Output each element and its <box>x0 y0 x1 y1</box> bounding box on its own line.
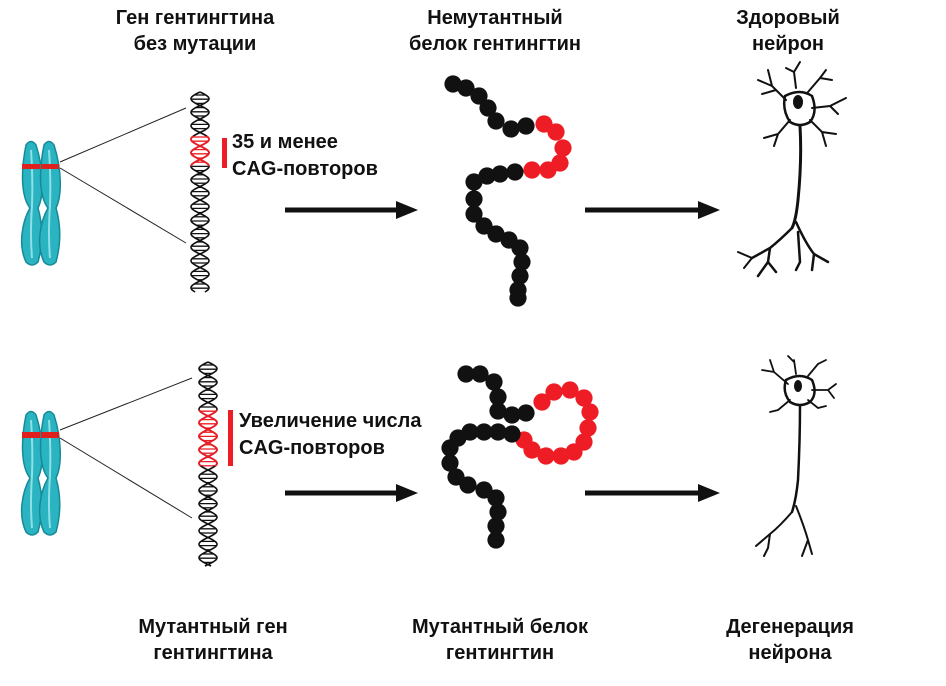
protein-bead <box>513 253 531 271</box>
protein-bead <box>489 503 507 521</box>
protein-bead-red <box>554 139 572 157</box>
label-line: CAG-повторов <box>239 437 385 459</box>
protein-bead <box>457 365 475 383</box>
label-line: Увеличение числа <box>239 410 422 432</box>
bottom-dna-helix-icon <box>198 361 218 567</box>
protein-bead <box>491 165 509 183</box>
protein-bead <box>487 531 505 549</box>
protein-bead <box>441 454 459 472</box>
helix-strand <box>190 91 210 293</box>
bottom-arrow-right-icon <box>585 484 720 502</box>
protein-bead <box>511 267 529 285</box>
top-neuron-label: Здоровый нейрон <box>708 5 868 57</box>
protein-bead <box>487 489 505 507</box>
protein-bead-red <box>533 393 551 411</box>
bottom-repeat-marker <box>228 410 233 466</box>
protein-bead <box>517 404 535 422</box>
protein-bead <box>506 163 524 181</box>
protein-bead <box>503 425 521 443</box>
protein-bead-red <box>565 443 583 461</box>
protein-bead-red <box>579 419 597 437</box>
protein-bead <box>478 167 496 185</box>
protein-bead-red <box>539 161 557 179</box>
label-line: Мутантный ген <box>138 616 288 638</box>
protein-bead-red <box>581 403 599 421</box>
label-line: Немутантный <box>427 7 563 29</box>
protein-bead-red <box>523 161 541 179</box>
bottom-neuron-label: Дегенерация нейрона <box>700 614 880 666</box>
helix-strand <box>190 91 210 293</box>
protein-bead <box>444 75 462 93</box>
bottom-protein-label: Мутантный белок гентингтин <box>385 614 615 666</box>
protein-bead <box>509 289 527 307</box>
bottom-repeat-label: Увеличение числа CAG-повторов <box>239 408 421 462</box>
protein-bead <box>459 476 477 494</box>
top-repeat-label: 35 и менее CAG-повторов <box>232 129 378 183</box>
protein-bead <box>511 239 529 257</box>
protein-bead <box>465 173 483 191</box>
label-line: нейрон <box>751 33 824 55</box>
protein-bead <box>489 423 507 441</box>
helix-strand-highlight <box>198 409 218 467</box>
protein-bead <box>475 423 493 441</box>
protein-bead <box>457 79 475 97</box>
label-line: Здоровый <box>736 7 840 29</box>
bottom-zoom-lines <box>59 377 193 519</box>
protein-bead-red <box>561 381 579 399</box>
label-line: CAG-повторов <box>232 158 378 180</box>
protein-bead-red <box>547 123 565 141</box>
label-line: гентингтин <box>445 642 555 664</box>
top-protein-chain-icon <box>444 75 572 307</box>
top-protein-label: Немутантный белок гентингтин <box>375 5 615 57</box>
label-line: нейрона <box>748 642 832 664</box>
protein-bead <box>479 99 497 117</box>
top-arrow-right-icon <box>585 201 720 219</box>
protein-bead <box>470 87 488 105</box>
bottom-protein-chain-icon <box>441 365 599 549</box>
label-line: 35 и менее <box>232 131 338 153</box>
top-gene-label: Ген гентингтина без мутации <box>100 5 290 57</box>
top-chromosome-icon <box>20 140 62 266</box>
bottom-chromosome-icon <box>20 410 62 536</box>
protein-bead <box>487 112 505 130</box>
protein-bead <box>517 117 535 135</box>
bottom-neuron-icon <box>755 355 837 557</box>
protein-bead <box>487 225 505 243</box>
top-neuron-icon <box>737 61 847 278</box>
protein-bead-red <box>545 383 563 401</box>
protein-bead <box>471 365 489 383</box>
protein-bead <box>487 517 505 535</box>
protein-bead <box>485 373 503 391</box>
bottom-gene-label: Мутантный ген гентингтина <box>108 614 318 666</box>
label-line: белок гентингтин <box>409 33 581 55</box>
top-repeat-marker <box>222 138 227 168</box>
label-line: без мутации <box>133 33 257 55</box>
protein-bead-red <box>537 447 555 465</box>
protein-bead <box>502 120 520 138</box>
protein-bead <box>489 388 507 406</box>
label-line: гентингтина <box>153 642 273 664</box>
protein-bead <box>503 406 521 424</box>
protein-bead-red <box>575 389 593 407</box>
top-zoom-lines <box>59 107 187 244</box>
helix-strand-highlight <box>190 135 210 167</box>
top-arrow-right-icon <box>285 201 418 219</box>
bottom-arrow-right-icon <box>285 484 418 502</box>
label-line: Дегенерация <box>726 616 854 638</box>
label-line: Ген гентингтина <box>115 7 275 29</box>
protein-bead <box>489 402 507 420</box>
helix-strand-highlight <box>190 135 210 167</box>
protein-bead <box>465 190 483 208</box>
protein-bead <box>465 205 483 223</box>
protein-bead-red <box>552 447 570 465</box>
protein-bead <box>441 439 459 457</box>
top-dna-helix-icon <box>190 91 210 293</box>
label-line: Мутантный белок <box>412 616 588 638</box>
